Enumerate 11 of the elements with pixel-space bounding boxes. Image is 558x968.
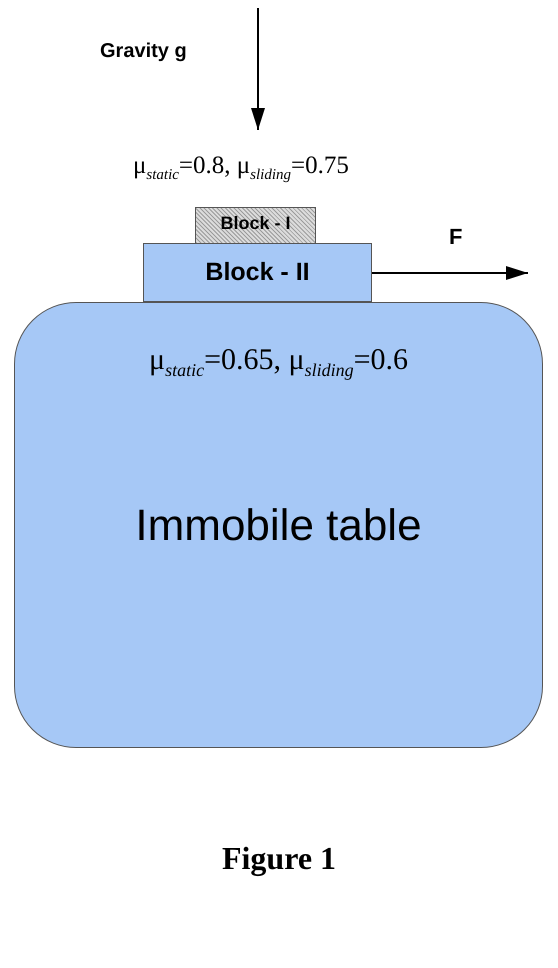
block-label: Block - II bbox=[204, 258, 311, 287]
friction-coefficients: μ$_{static}$=0.8, μ$_{sliding}$=0.75 bbox=[133, 152, 349, 184]
hatched-block bbox=[195, 207, 316, 244]
block-label: Block - I bbox=[219, 213, 292, 234]
block bbox=[143, 243, 372, 302]
friction-coefficients: μ$_{static}$=0.65, μ$_{sliding}$=0.6 bbox=[148, 343, 410, 381]
force-label: F bbox=[449, 224, 462, 250]
figure-caption: Figure 1 bbox=[220, 840, 338, 877]
table-shape bbox=[14, 302, 543, 748]
table-label: Immobile table bbox=[134, 501, 423, 551]
force-label: Gravity g bbox=[100, 40, 187, 63]
